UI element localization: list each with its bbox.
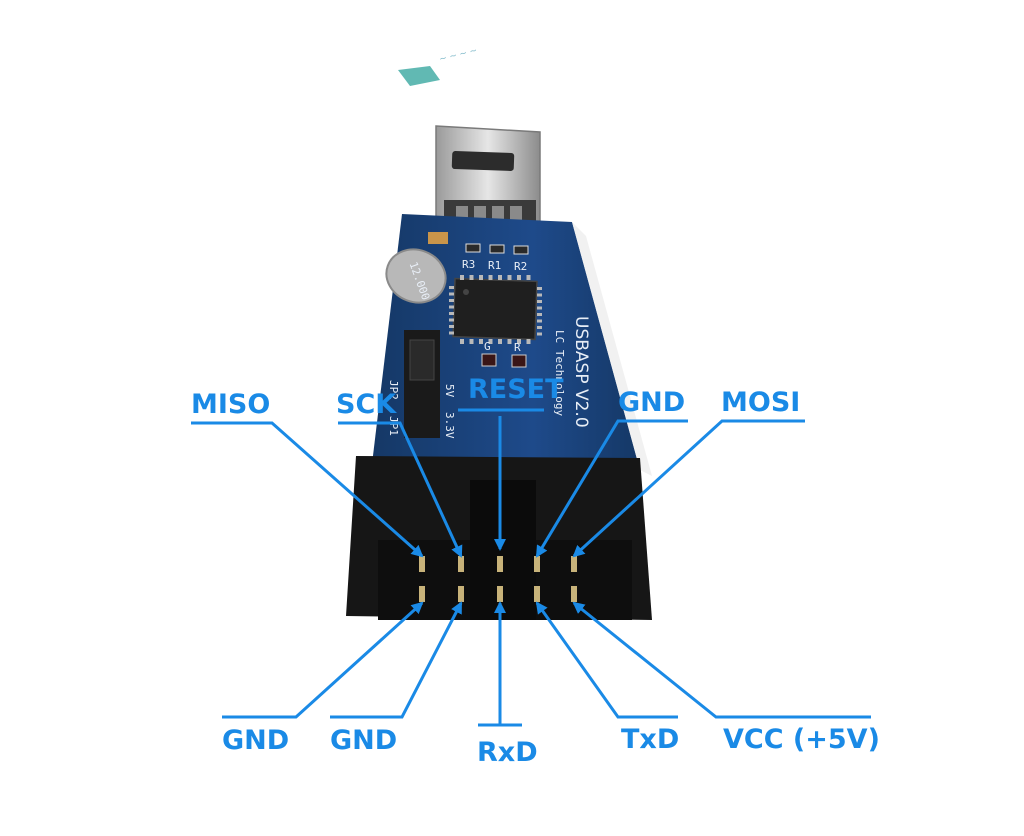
resistor-label-r3: R3 [462,258,475,271]
voltage-jumper: JP2 JP1 5V 3.3V [387,330,456,439]
leader-txd [535,601,678,719]
label-reset: RESET [468,374,564,405]
board-model-text: USBASP V2.0 [571,316,591,428]
leader-sck [338,421,463,558]
led-label-g: G [484,340,491,353]
jumper-label-5v: 5V [443,384,456,398]
jumper-label-jp1: JP1 [387,416,400,436]
pcb-board: 12.000 R3 R1 R2 G R [372,214,652,476]
label-miso: MISO [191,389,270,420]
label-gnd-1: GND [222,725,289,756]
microcontroller-chip [449,275,542,344]
resistor-label-r2: R2 [514,260,527,273]
pin-leader-lines [191,408,871,727]
background-scrap-text: ~ ~ ~ ~ [438,46,478,65]
usb-connector [435,125,541,231]
label-gnd-top: GND [618,387,685,418]
board-maker-text: LC Technology [553,330,566,416]
leader-gnd-top [535,419,688,558]
label-vcc: VCC (+5V) [723,724,880,755]
jumper-label-jp2: JP2 [387,380,400,400]
leader-vcc [572,601,871,719]
resistor-label-r1: R1 [488,259,501,272]
leader-gnd-1 [222,601,424,719]
crystal: 12.000 [385,248,447,304]
capacitor [428,232,448,244]
leader-miso [191,421,424,558]
label-sck: SCK [336,389,397,420]
leader-mosi [572,419,805,558]
background-scrap [398,66,440,86]
led-label-r: R [514,341,521,354]
label-mosi: MOSI [721,387,800,418]
label-gnd-2: GND [330,725,397,756]
label-txd: TxD [621,724,679,755]
label-rxd: RxD [477,737,538,768]
leader-gnd-2 [330,601,463,719]
resistor-array: R3 R1 R2 [462,243,529,273]
pin-labels: MISO SCK RESET GND MOSI GND GND RxD TxD … [191,374,880,768]
jumper-label-3v3: 3.3V [443,412,456,439]
status-leds: G R [481,340,527,368]
